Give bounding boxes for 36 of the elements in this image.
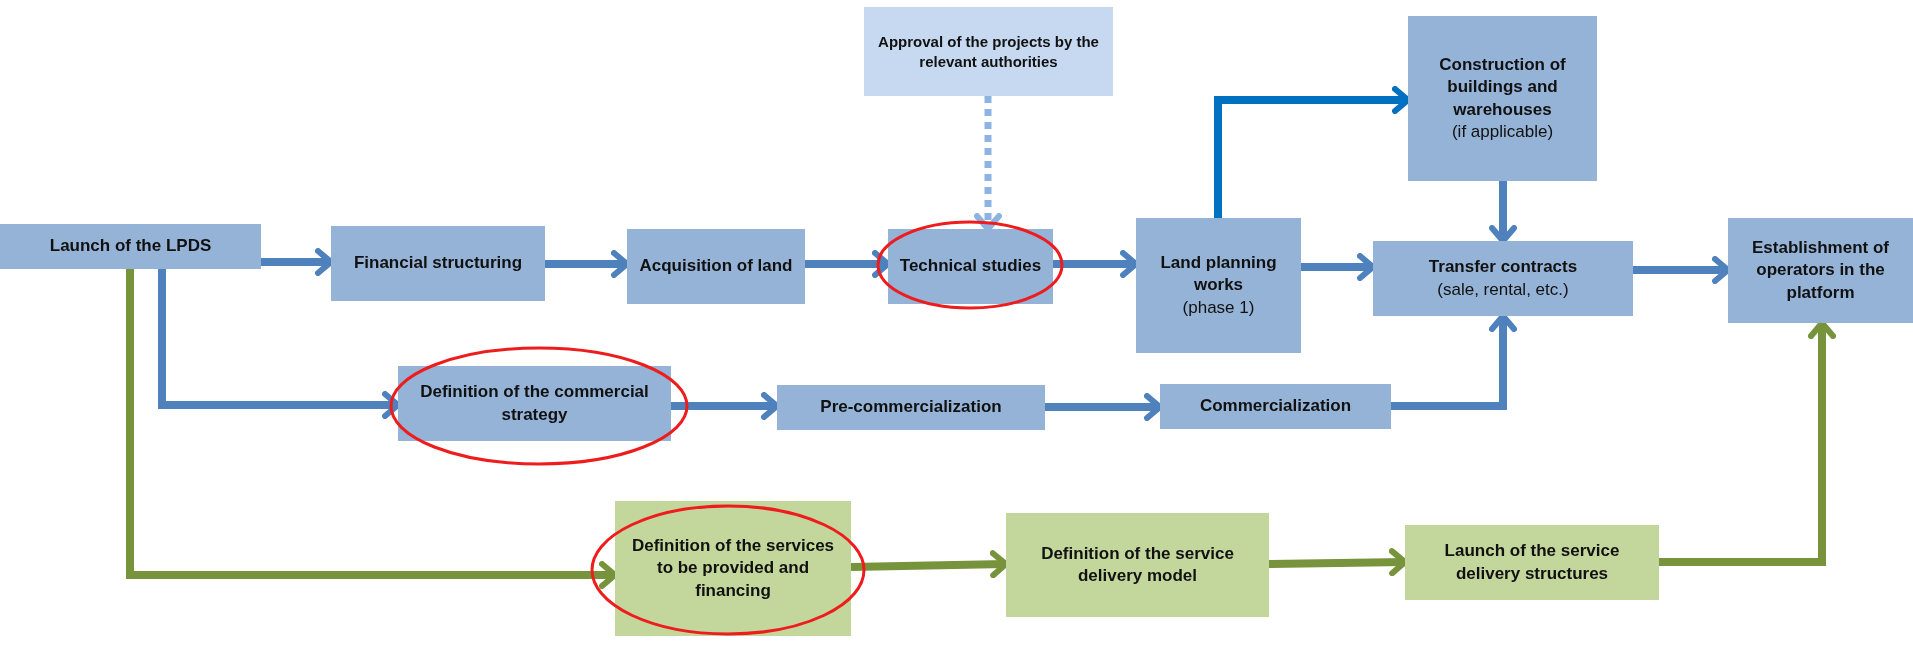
process-box: [1373, 241, 1633, 316]
process-box: [1405, 525, 1659, 600]
step-note: (if applicable): [1451, 120, 1554, 143]
step-label: Land planning works: [1159, 252, 1278, 297]
process-box: [864, 7, 1113, 96]
step-label: Definition of the commercial strategy: [419, 381, 650, 426]
step-label: Definition of the services to be provided and financing: [630, 535, 836, 602]
process-box: [777, 385, 1045, 430]
step-label: Technical studies: [899, 255, 1042, 278]
arrow: [805, 250, 891, 278]
step-label: Construction of buildings and warehouses: [1438, 54, 1567, 121]
dashed-arrow: [974, 96, 1002, 232]
process-box: [0, 224, 261, 269]
step-label: Pre-commercialization: [820, 396, 1002, 419]
step-label: Commercialization: [1199, 395, 1352, 418]
step-label: Launch of the LPDS: [49, 235, 212, 258]
process-box: [1408, 16, 1597, 181]
step-label: Transfer contracts: [1428, 256, 1578, 279]
arrow: [1489, 181, 1517, 244]
step-label: Acquisition of land: [639, 255, 793, 278]
step-note: (sale, rental, etc.): [1437, 278, 1569, 301]
process-box: [1160, 384, 1391, 429]
process-box: [398, 366, 671, 441]
process-box: [627, 229, 805, 304]
process-box: [1728, 218, 1913, 323]
process-box: [1006, 513, 1269, 617]
process-box: [1136, 218, 1301, 353]
process-box: [331, 226, 545, 301]
step-label: Establishment of operators in the platform: [1751, 237, 1890, 304]
step-label: Financial structuring: [353, 252, 523, 275]
step-label: Launch of the service delivery structures: [1443, 540, 1621, 585]
step-note: (phase 1): [1182, 296, 1255, 319]
step-label: Definition of the service delivery model: [1040, 542, 1235, 587]
step-label: Approval of the projects by the relevant authorities: [877, 32, 1100, 71]
process-box: [888, 229, 1053, 304]
process-box: [615, 501, 851, 636]
